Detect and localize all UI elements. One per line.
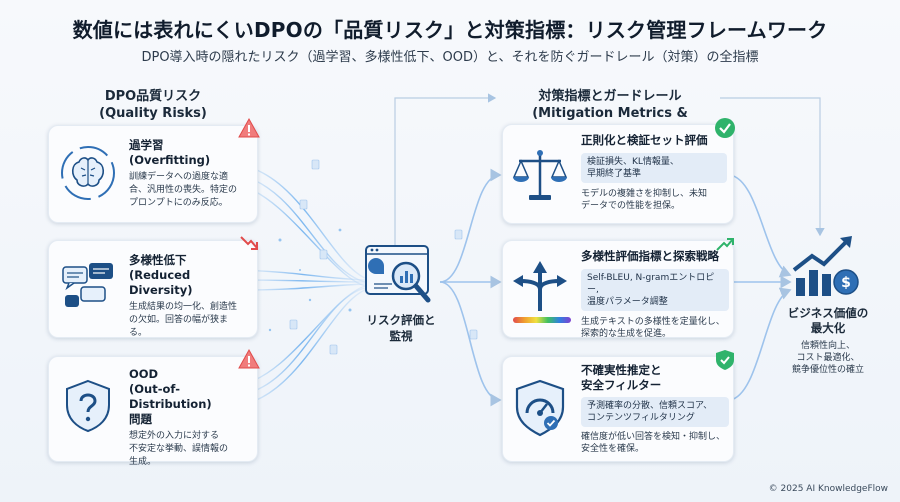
monitor-magnifier-icon (365, 245, 431, 303)
risks-header: DPO品質リスク (Quality Risks) (68, 88, 238, 122)
feedback-loop-line (394, 93, 825, 250)
warning-icon (238, 348, 260, 369)
risk-desc-line: 合、汎用性の喪失。特定の (129, 185, 238, 195)
mitigation-title: 正則化と検証セット評価 (581, 133, 708, 147)
shield-question-icon (66, 379, 110, 433)
mitigation-desc-line: 安全性を確保。 (581, 444, 645, 454)
mitigation-title: 安全フィルター (581, 378, 662, 392)
metrics-box: 予測確率の分散、信頼スコア、 コンテンツフィルタリング (581, 397, 729, 427)
risk-desc-line: 不安定な挙動、誤情報の (129, 444, 229, 454)
mitigation-desc-line: モデルの複雑さを抑制し、未知 (581, 189, 708, 199)
risk-desc-line: 生成結果の均一化、創造性 (129, 302, 238, 312)
mitigation-header-title: 対策指標とガードレール (538, 89, 682, 104)
business-value-desc-line: 競争優位性の確立 (791, 365, 864, 375)
copyright-text: © 2025 AI KnowledgeFlow (768, 484, 888, 494)
risk-desc-line: プロンプトにのみ反応。 (129, 198, 228, 208)
center-label-line: リスク評価と (366, 313, 436, 327)
risk-subtitle: 問題 (129, 412, 152, 426)
page-title: 数値には表れにくいDPOの「品質リスク」と対策指標：リスク管理フレームワーク (72, 18, 828, 42)
chat-bubbles-icon (62, 263, 113, 307)
center-to-mitigation-flow (439, 168, 792, 407)
business-value: ビジネス価値の 最大化 信頼性向上、 コスト最適化、 競争優位性の確立 (772, 306, 884, 376)
risk-card-overfitting: 過学習 (Overfitting) 訓練データへの過度な適 合、汎用性の喪失。特… (48, 125, 258, 223)
risks-header-subtitle: (Quality Risks) (99, 106, 207, 121)
risk-desc-line: 生成。 (129, 457, 157, 467)
metrics-line: 検証損失、KL情報量、 (587, 157, 679, 167)
risk-subtitle: (Out-of-Distribution) (129, 382, 212, 411)
metrics-line: Self-BLEU, N-gramエントロピー, (587, 273, 715, 295)
warning-icon (238, 117, 260, 138)
risk-subtitle: (Reduced Diversity) (129, 268, 193, 297)
svg-text:$: $ (841, 275, 851, 291)
split-arrows-icon (513, 261, 567, 311)
risk-desc-line: 想定外の入力に対する (129, 431, 220, 441)
mitigation-title: 多様性評価指標と探索戦略 (581, 249, 719, 263)
risks-header-title: DPO品質リスク (104, 89, 202, 104)
metrics-box: Self-BLEU, N-gramエントロピー, 温度パラメータ調整 (581, 269, 729, 311)
mitigation-card-diversity: 多様性評価指標と探索戦略 Self-BLEU, N-gramエントロピー, 温度… (502, 240, 734, 339)
growth-chart-icon: $ (792, 236, 859, 296)
risk-subtitle: (Overfitting) (129, 153, 211, 167)
center-label: リスク評価と 監視 (356, 312, 446, 344)
risk-title: OOD (129, 367, 159, 381)
mitigation-desc-line: 探索的な生成を促進。 (581, 329, 672, 339)
metrics-line: 予測確率の分散、信頼スコア、 (587, 401, 713, 411)
mitigation-title: 不確実性推定と (581, 363, 662, 377)
risk-card-diversity: 多様性低下 (Reduced Diversity) 生成結果の均一化、創造性 の… (48, 240, 258, 338)
trend-up-icon (716, 238, 734, 251)
risk-desc-line: 訓練データへの過度な適 (129, 172, 229, 182)
page-subtitle: DPO導入時の隠れたリスク（過学習、多様性低下、OOD）と、それを防ぐガードレー… (141, 50, 759, 65)
business-value-title: ビジネス価値の (787, 306, 869, 320)
metrics-line: 温度パラメータ調整 (587, 297, 668, 307)
center-label-line: 監視 (389, 329, 413, 343)
metrics-line: コンテンツフィルタリング (587, 413, 695, 423)
mitigation-card-uncertainty: 不確実性推定と 安全フィルター 予測確率の分散、信頼スコア、 コンテンツフィルタ… (502, 356, 734, 462)
scale-icon (512, 150, 568, 200)
mitigation-desc-line: 生成テキストの多様性を定量化し、 (581, 317, 725, 327)
business-value-title: 最大化 (810, 321, 846, 335)
business-value-desc-line: コスト最適化、 (796, 353, 860, 363)
shield-gauge-icon (515, 379, 565, 437)
risk-title: 過学習 (129, 138, 164, 152)
risk-title: 多様性低下 (129, 253, 187, 267)
mitigation-card-regularization: 正則化と検証セット評価 検証損失、KL情報量、 早期終了基準 モデルの複雑さを抑… (502, 124, 734, 224)
risk-to-center-flow (239, 164, 366, 406)
shield-check-icon (716, 350, 734, 370)
business-value-desc-line: 信頼性向上、 (800, 341, 855, 351)
brain-icon (61, 146, 115, 200)
trend-down-icon (240, 236, 258, 250)
risk-card-ood: OOD (Out-of-Distribution) 問題 想定外の入力に対する … (48, 356, 258, 467)
metrics-box: 検証損失、KL情報量、 早期終了基準 (581, 153, 727, 183)
metrics-line: 早期終了基準 (587, 169, 642, 179)
risk-desc-line: の欠如。回答の幅が狭ま (129, 315, 229, 325)
check-badge-icon (715, 118, 735, 138)
risk-desc-line: る。 (129, 328, 148, 338)
mitigation-desc-line: 確信度が低い回答を検知・抑制し、 (581, 432, 726, 442)
mitigation-desc-line: データでの性能を担保。 (581, 201, 681, 211)
diversity-spectrum-bar (513, 317, 571, 323)
